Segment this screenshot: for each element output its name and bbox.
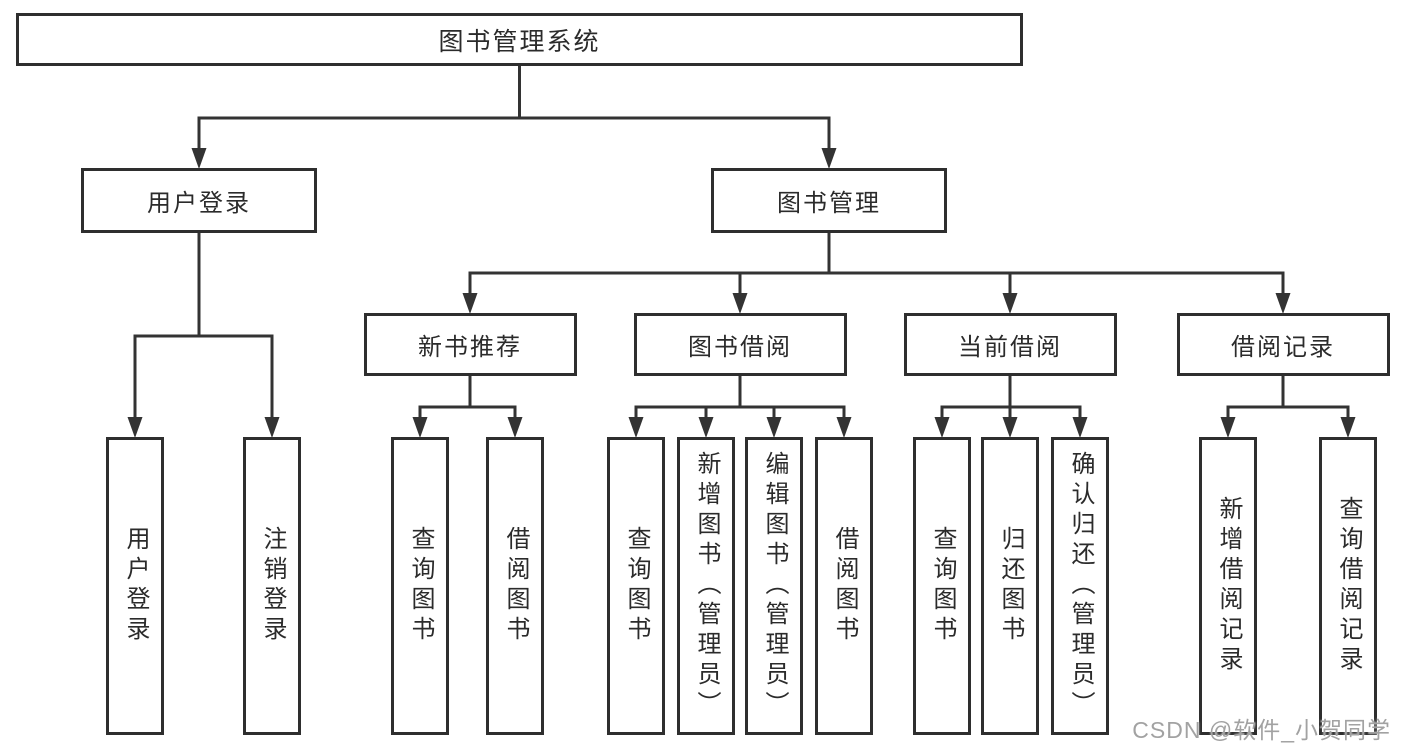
node-borrow-records: 借阅记录	[1176, 313, 1390, 376]
node-login: 用户登录	[106, 437, 164, 735]
node-confirm-return: 确认归还（管理员）	[1051, 437, 1109, 735]
node-label-query-borrow-record: 查询借阅记录	[1335, 496, 1362, 676]
node-borrow-book-2: 借阅图书	[815, 437, 873, 735]
node-root: 图书管理系统	[16, 13, 1023, 66]
node-logout: 注销登录	[243, 437, 301, 735]
node-new-book-rec: 新书推荐	[363, 313, 577, 376]
node-current-borrow: 当前借阅	[903, 313, 1117, 376]
node-label-confirm-return: 确认归还（管理员）	[1067, 451, 1094, 721]
node-return-book: 归还图书	[981, 437, 1039, 735]
node-add-book: 新增图书（管理员）	[677, 437, 735, 735]
watermark: CSDN @软件_小贺同学	[1132, 717, 1391, 743]
node-user-login: 用户登录	[81, 168, 317, 233]
node-add-borrow-record: 新增借阅记录	[1199, 437, 1257, 735]
node-label-add-borrow-record: 新增借阅记录	[1215, 496, 1242, 676]
node-label-return-book: 归还图书	[997, 526, 1024, 646]
node-label-query-book-1: 查询图书	[407, 526, 434, 646]
node-label-user-login: 用户登录	[147, 190, 251, 217]
node-label-login: 用户登录	[122, 526, 149, 646]
node-label-book-mgmt: 图书管理	[777, 190, 881, 217]
node-borrow-book-1: 借阅图书	[486, 437, 544, 735]
node-query-borrow-record: 查询借阅记录	[1319, 437, 1377, 735]
node-label-logout: 注销登录	[259, 526, 286, 646]
node-label-query-book-2: 查询图书	[623, 526, 650, 646]
node-edit-book: 编辑图书（管理员）	[745, 437, 803, 735]
node-label-add-book: 新增图书（管理员）	[693, 451, 720, 721]
node-label-book-borrow: 图书借阅	[688, 334, 792, 361]
node-label-current-borrow: 当前借阅	[958, 334, 1062, 361]
node-book-mgmt: 图书管理	[711, 168, 947, 233]
node-label-new-book-rec: 新书推荐	[418, 334, 522, 361]
node-label-borrow-book-2: 借阅图书	[831, 526, 858, 646]
node-label-root: 图书管理系统	[438, 27, 601, 56]
node-label-borrow-records: 借阅记录	[1231, 334, 1335, 361]
node-label-edit-book: 编辑图书（管理员）	[761, 451, 788, 721]
node-label-query-book-3: 查询图书	[929, 526, 956, 646]
node-query-book-1: 查询图书	[391, 437, 449, 735]
node-label-borrow-book-1: 借阅图书	[502, 526, 529, 646]
node-query-book-3: 查询图书	[913, 437, 971, 735]
node-book-borrow: 图书借阅	[633, 313, 847, 376]
node-query-book-2: 查询图书	[607, 437, 665, 735]
